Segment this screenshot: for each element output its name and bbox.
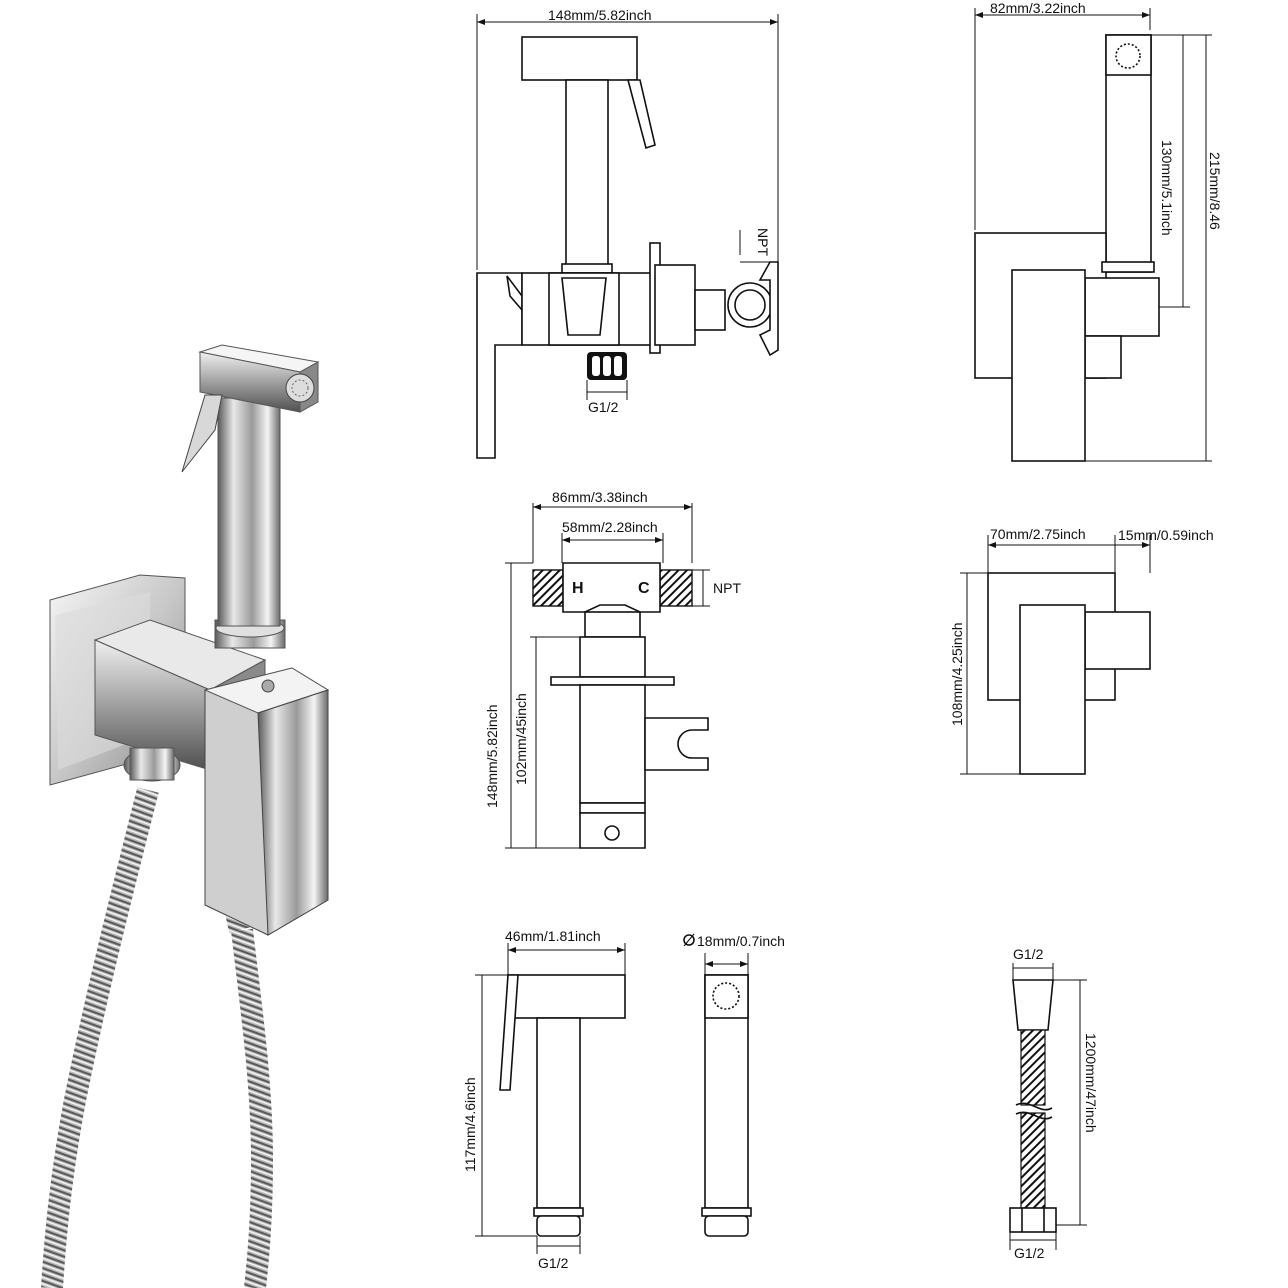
valve-height-label: 148mm/5.82inch xyxy=(484,704,500,808)
valve-inner-label: 58mm/2.28inch xyxy=(562,519,658,535)
valve-hot-label: H xyxy=(572,580,584,597)
hose-view: G1/2 1200mm/47inch G1/2 xyxy=(1009,946,1099,1261)
side-head-label: 130mm/5.1inch xyxy=(1159,140,1175,236)
hose-length-label: 1200mm/47inch xyxy=(1083,1033,1099,1133)
hose-bottom-label: G1/2 xyxy=(1014,1245,1045,1261)
side-view: 82mm/3.22inch 130mm/5.1inch 215mm/8.46 xyxy=(974,0,1223,462)
plate-height-label: 108mm/4.25inch xyxy=(949,622,965,726)
front-inlet-label: G1/2 xyxy=(588,399,619,415)
valve-body-label: 102mm/45inch xyxy=(513,693,529,785)
valve-cold-label: C xyxy=(638,580,650,597)
sprayer-view: 46mm/1.81inch 117mm/4.6inch G1/2 xyxy=(462,928,626,1271)
valve-view: 86mm/3.38inch 58mm/2.28inch H C NPT 148m… xyxy=(484,489,741,849)
hose-top-label: G1/2 xyxy=(1013,946,1044,962)
front-view: 148mm/5.82inch NPT G1/2 xyxy=(476,7,779,459)
sprayer-height-label: 117mm/4.6inch xyxy=(462,1077,478,1172)
valve-total-label: 86mm/3.38inch xyxy=(552,489,648,505)
plate-width-label: 70mm/2.75inch xyxy=(990,526,1086,542)
side-nozzle-icon xyxy=(1115,43,1141,69)
side-width-label: 82mm/3.22inch xyxy=(990,0,1086,16)
sprayer-inlet-label: G1/2 xyxy=(538,1255,569,1271)
front-npt-label: NPT xyxy=(755,228,771,256)
sprayer-width-label: 46mm/1.81inch xyxy=(505,928,601,944)
nozzle-diameter-label: 18mm/0.7inch xyxy=(697,933,785,949)
valve-npt-label: NPT xyxy=(713,580,741,596)
product-photo xyxy=(41,344,330,1288)
front-width-label: 148mm/5.82inch xyxy=(548,7,652,23)
nozzle-face-icon xyxy=(712,982,740,1010)
nozzle-view: 18mm/0.7inch xyxy=(683,933,785,1237)
sprayer-trigger xyxy=(181,394,223,473)
nozzle-icon xyxy=(285,373,315,403)
hose-left xyxy=(41,787,159,1288)
plate-depth-label: 15mm/0.59inch xyxy=(1118,527,1214,543)
hose-right xyxy=(231,928,274,1288)
side-height-label: 215mm/8.46 xyxy=(1207,152,1223,230)
plate-view: 70mm/2.75inch 15mm/0.59inch 108mm/4.25in… xyxy=(949,526,1214,775)
sprayer-stem xyxy=(217,397,281,627)
